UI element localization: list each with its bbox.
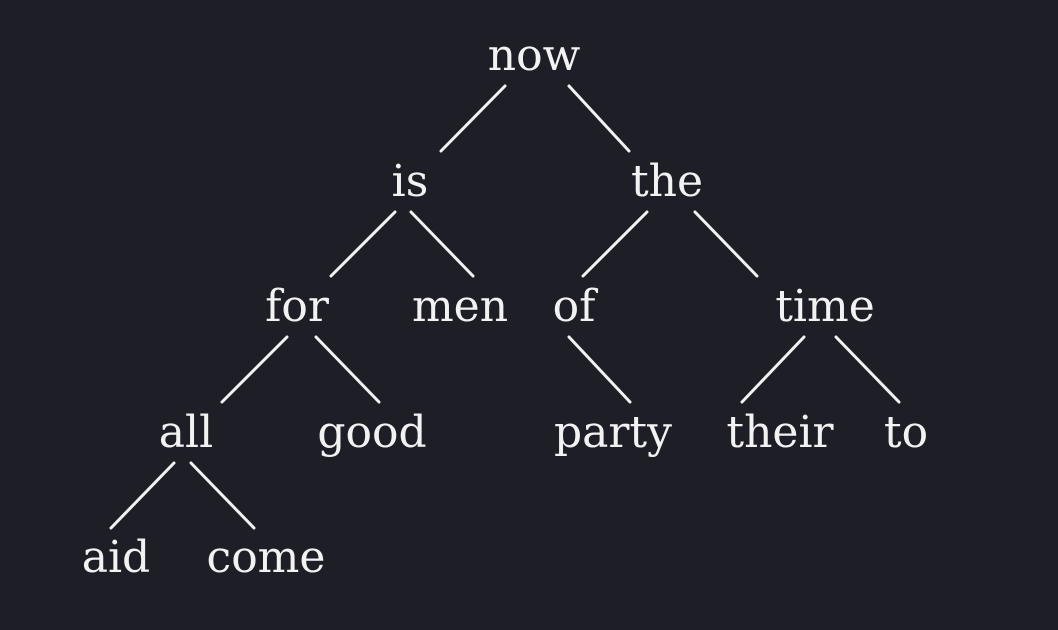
node-time: time	[775, 281, 875, 332]
node-the: the	[631, 156, 703, 207]
node-to: to	[884, 407, 928, 458]
edge-of-party	[567, 335, 632, 404]
edge-all-come	[189, 461, 256, 530]
node-now: now	[488, 30, 581, 81]
tree-nodes: now is the for men of time all good part…	[82, 30, 928, 583]
edge-time-to	[834, 335, 901, 404]
node-their: their	[726, 407, 834, 458]
node-come: come	[207, 532, 326, 583]
edge-now-is	[439, 84, 507, 153]
node-all: all	[159, 407, 213, 458]
edge-time-their	[740, 335, 806, 404]
edge-the-of	[581, 210, 649, 278]
tree-edges	[109, 84, 901, 530]
node-aid: aid	[82, 532, 150, 583]
node-men: men	[412, 281, 508, 332]
node-is: is	[392, 156, 429, 207]
edge-the-time	[693, 210, 759, 278]
edge-for-good	[314, 335, 381, 404]
node-party: party	[554, 407, 672, 458]
edge-now-the	[567, 84, 631, 153]
edge-all-aid	[109, 461, 176, 530]
node-for: for	[265, 281, 330, 332]
edge-is-for	[329, 210, 397, 278]
edge-for-all	[220, 335, 289, 404]
edge-is-men	[409, 210, 475, 278]
node-good: good	[317, 407, 426, 458]
node-of: of	[553, 281, 598, 332]
